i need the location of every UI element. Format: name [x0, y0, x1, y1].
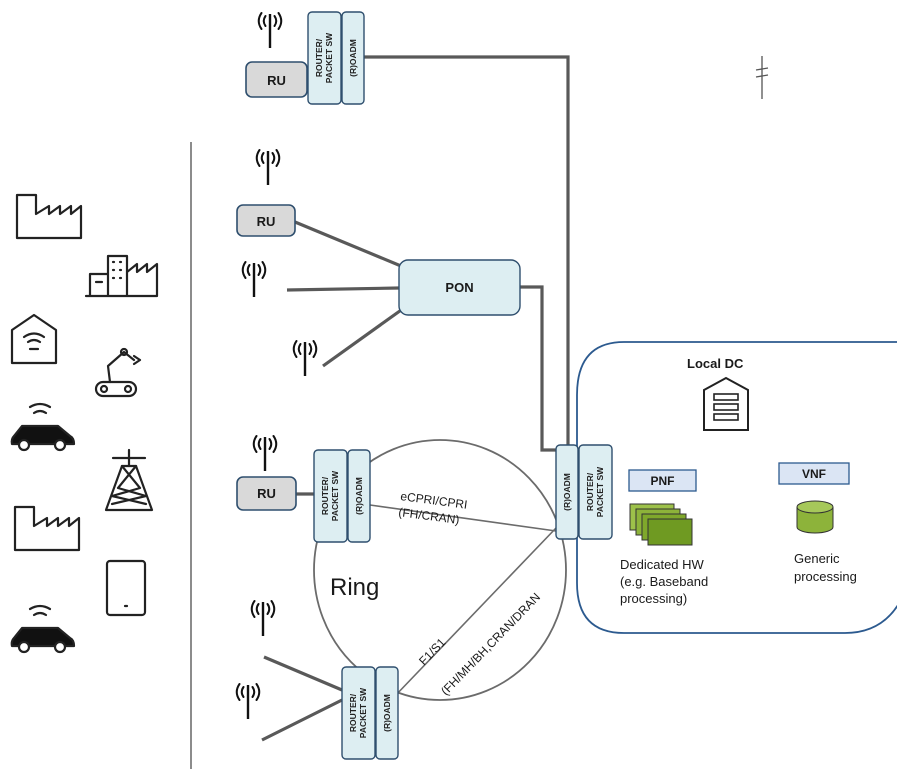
router-ring-line1: ROUTER/ [320, 476, 330, 515]
smart-home-icon [10, 313, 58, 365]
router-box-hub[interactable] [578, 444, 613, 540]
router-bottom-line1: ROUTER/ [348, 693, 358, 732]
connected-car-icon [10, 402, 76, 452]
router-hub-line1: ROUTER/ [585, 472, 595, 511]
link-antenna4-router [261, 698, 343, 742]
link-antenna3-router [263, 655, 343, 692]
router-ring-line2: PACKET SW [330, 470, 340, 521]
ru-mid-label: RU [257, 214, 276, 229]
server-rack-icon [703, 376, 749, 431]
pnf-label-box [628, 469, 697, 492]
pnf-label: PNF [651, 474, 675, 488]
link-pon-to-roadm [520, 285, 557, 452]
link-ecpri [369, 504, 557, 532]
antenna-icon [250, 599, 276, 638]
robot-arm-icon [94, 347, 142, 398]
antenna-icon [252, 434, 278, 473]
factory-icon [15, 193, 83, 240]
router-hub-line2: PACKET SW [595, 466, 605, 517]
antenna-icon [292, 339, 318, 378]
small-tower-mark [755, 56, 769, 99]
link-ru-pon [294, 220, 402, 268]
ring-label: Ring [330, 574, 379, 601]
antenna-icon [235, 682, 261, 721]
local-dc-title: Local DC [687, 356, 744, 371]
router-box-top[interactable] [307, 11, 342, 105]
pnf-desc-line1: Dedicated HW [620, 557, 705, 572]
ru-box-mid[interactable] [236, 204, 296, 237]
router-box-ring[interactable] [313, 449, 348, 543]
router-top-line1: ROUTER/ [314, 38, 324, 77]
router-box-bottom[interactable] [341, 666, 376, 760]
vnf-desc-line1: Generic [794, 551, 840, 566]
factory-icon [13, 505, 81, 552]
vnf-desc-line2: processing [794, 569, 857, 584]
pon-box[interactable] [398, 259, 521, 316]
roadm-box-hub[interactable] [555, 444, 579, 540]
roadm-ring-label: (R)OADM [354, 477, 364, 515]
router-bottom-line2: PACKET SW [358, 687, 368, 738]
cell-tower-icon [104, 448, 154, 512]
f1s1-label-line1: F1/S1 [416, 635, 449, 668]
ru-ring-label: RU [257, 486, 276, 501]
vnf-label: VNF [802, 467, 826, 481]
roadm-box-ring[interactable] [347, 449, 371, 543]
antenna-icon [257, 11, 283, 50]
roadm-bottom-label: (R)OADM [382, 694, 392, 732]
antenna-icon [241, 260, 267, 299]
database-cylinder-icon [796, 500, 834, 534]
roadm-hub-label: (R)OADM [562, 473, 572, 511]
ru-box-top [245, 61, 308, 98]
f1s1-label-line2: (FH/MH/BH,CRAN/DRAN [438, 590, 543, 698]
antenna-icon [255, 148, 281, 187]
top-site: RU ROUTER/ PACKET SW (R)OADM [245, 11, 365, 105]
connected-car-icon [10, 604, 76, 654]
pnf-desc-line3: processing) [620, 591, 687, 606]
pon-label: PON [445, 280, 473, 295]
ru-box-ring[interactable] [236, 476, 297, 511]
roadm-box-bottom[interactable] [375, 666, 399, 760]
fiber-links [261, 55, 570, 742]
link-f1s1 [393, 527, 557, 698]
local-dc-container [576, 341, 897, 634]
ring-circle [313, 439, 567, 701]
pnf-desc-line2: (e.g. Baseband [620, 574, 708, 589]
stacked-chips-icon [629, 503, 693, 546]
ru-top-label: RU [267, 73, 286, 88]
vnf-label-box [778, 462, 850, 485]
tablet-icon [105, 559, 147, 617]
link-top-to-roadm [364, 55, 570, 445]
roadm-box-top[interactable] [341, 11, 365, 105]
roadm-top-label: (R)OADM [348, 39, 358, 77]
router-top-line2: PACKET SW [324, 32, 334, 83]
link-antenna2-pon [322, 306, 405, 368]
link-antenna-pon [286, 286, 400, 292]
buildings-icon [84, 254, 159, 298]
